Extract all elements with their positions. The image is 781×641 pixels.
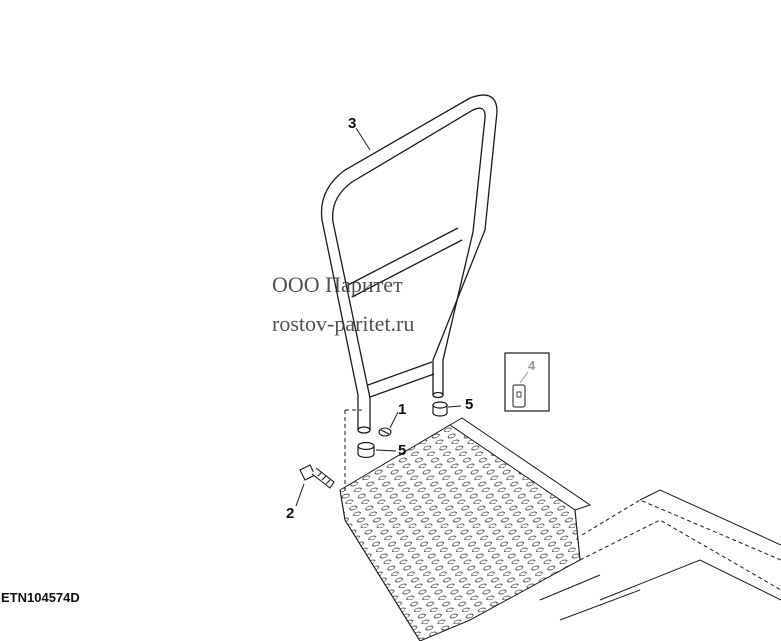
handrail-tube (320, 94, 498, 434)
hidden-lines (344, 409, 362, 495)
watermark-company: ООО Паритет (272, 272, 403, 297)
callout-5-upper: 5 (465, 396, 474, 413)
clip-item (378, 427, 392, 437)
bushing-items (357, 401, 448, 459)
figure-code: ETN104574D (1, 590, 80, 605)
inset-detail (504, 352, 550, 412)
callout-1: 1 (398, 401, 407, 418)
callout-2: 2 (286, 505, 295, 522)
callout-4: 4 (528, 358, 536, 373)
leader-lines (295, 127, 462, 507)
step-platform (339, 417, 781, 641)
watermark-website: rostov-paritet.ru (272, 311, 415, 336)
callout-5-lower: 5 (398, 442, 407, 459)
bolt-item (299, 464, 335, 489)
callout-3: 3 (348, 115, 357, 132)
